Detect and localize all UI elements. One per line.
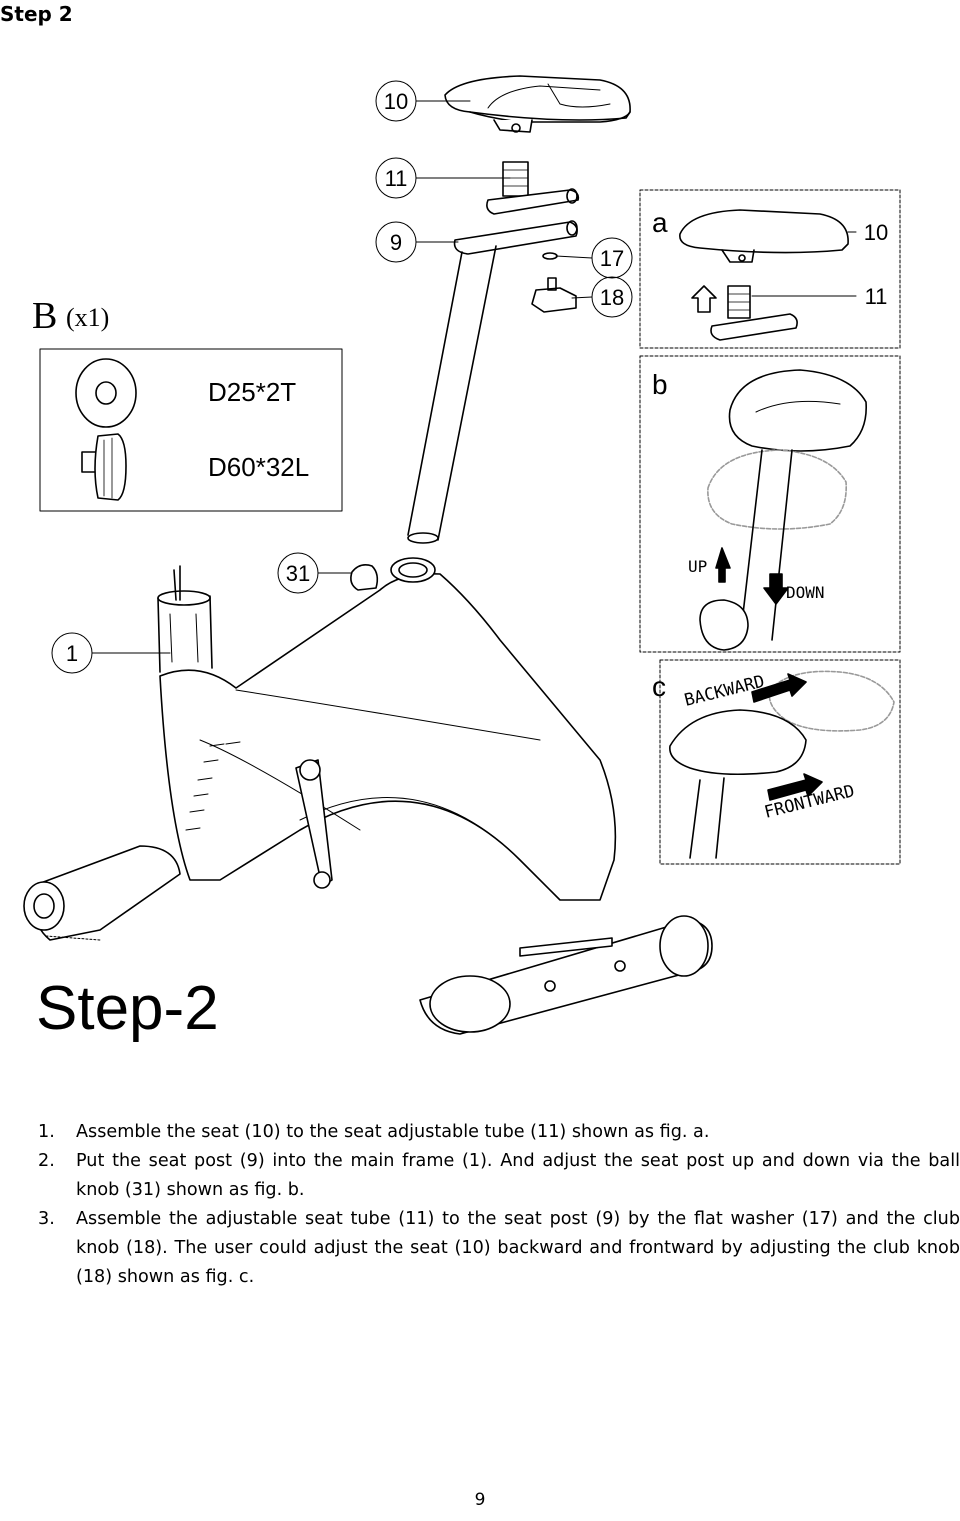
detail-a-callout-10: 10 — [864, 220, 888, 245]
callout-11: 11 — [385, 166, 408, 191]
down-label: DOWN — [786, 583, 825, 602]
callout-18: 18 — [600, 285, 624, 310]
callout-17: 17 — [600, 246, 624, 271]
step-heading: Step 2 — [0, 2, 73, 26]
seat-part — [444, 75, 631, 133]
callout-31: 31 — [286, 561, 310, 586]
detail-a-letter: a — [652, 207, 668, 238]
detail-c-letter: c — [652, 671, 666, 702]
instruction-item: 3. Assemble the adjustable seat tube (11)… — [38, 1205, 960, 1292]
main-frame-part — [23, 557, 713, 1035]
knob-spec: D60*32L — [208, 452, 309, 482]
instruction-number: 3. — [38, 1209, 55, 1229]
instruction-list: 1. Assemble the seat (10) to the seat adj… — [38, 1118, 960, 1292]
instruction-item: 2. Put the seat post (9) into the main fr… — [38, 1147, 960, 1205]
detail-c-seats — [669, 670, 895, 859]
instruction-item: 1. Assemble the seat (10) to the seat adj… — [38, 1118, 960, 1147]
page-number: 9 — [474, 1490, 486, 1510]
detail-frames — [639, 189, 901, 865]
up-arrow-icon — [691, 285, 717, 313]
detail-b-letter: b — [652, 369, 668, 400]
backward-label: BACKWARD — [682, 672, 766, 711]
step-title: Step-2 — [36, 974, 219, 1043]
club-knob-icon — [81, 433, 127, 501]
flat-washer-icon — [75, 358, 137, 428]
hardware-box — [39, 348, 343, 512]
hardware-letter: B — [32, 295, 57, 337]
backward-frontward-arrows-icon — [751, 673, 823, 801]
seat-post-part — [407, 220, 578, 544]
instruction-number: 2. — [38, 1151, 55, 1171]
callout-10: 10 — [384, 89, 408, 114]
detail-b-seats — [699, 369, 867, 651]
washer-spec: D25*2T — [208, 377, 296, 407]
instruction-text: Assemble the seat (10) to the seat adjus… — [76, 1122, 710, 1142]
detail-a-seat — [679, 209, 849, 263]
washer-knob-part — [531, 252, 577, 313]
instruction-text: Assemble the adjustable seat tube (11) t… — [76, 1209, 960, 1287]
detail-a-tube — [710, 285, 798, 341]
up-down-arrows-icon — [715, 547, 789, 605]
assembly-diagram: 10 11 9 17 18 31 1 B (x1) D25*2T D60*32L… — [23, 75, 901, 1043]
callout-1: 1 — [66, 641, 78, 666]
callout-leaders — [51, 80, 633, 674]
instruction-number: 1. — [38, 1122, 55, 1142]
up-label: UP — [688, 557, 707, 576]
callout-9: 9 — [390, 230, 402, 255]
detail-a-callout-11: 11 — [865, 284, 888, 309]
adjustable-tube-part — [486, 161, 580, 215]
instruction-text: Put the seat post (9) into the main fram… — [76, 1151, 960, 1200]
hardware-qty: (x1) — [66, 303, 109, 332]
